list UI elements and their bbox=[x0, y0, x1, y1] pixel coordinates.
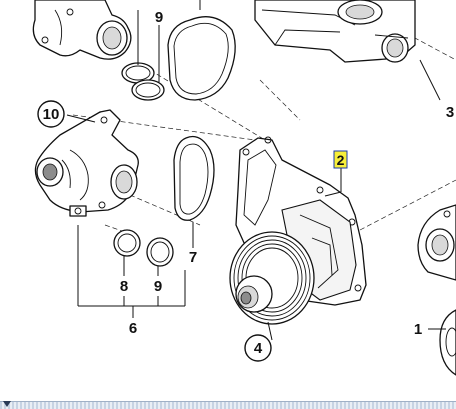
label-4: 4 bbox=[254, 340, 263, 357]
label-10: 10 bbox=[43, 106, 60, 123]
top-gasket bbox=[167, 16, 236, 101]
leader-lines bbox=[66, 59, 446, 341]
collapse-arrow-icon[interactable] bbox=[3, 401, 11, 407]
label-2: 2 bbox=[337, 152, 345, 168]
label-3: 3 bbox=[446, 104, 454, 121]
callout-10: 10 bbox=[37, 100, 65, 128]
top-housing bbox=[32, 0, 132, 60]
assembly-dash-lines bbox=[72, 29, 456, 233]
engine-block-fragment bbox=[254, 0, 416, 63]
water-pump bbox=[229, 136, 367, 325]
label-8: 8 bbox=[120, 278, 128, 295]
o-ring-9 bbox=[146, 237, 174, 267]
callout-4: 4 bbox=[244, 334, 272, 362]
callout-2-highlight: 2 bbox=[333, 150, 348, 169]
right-housing-fragment bbox=[417, 204, 456, 281]
top-o-ring-9 bbox=[131, 79, 165, 101]
label-7: 7 bbox=[189, 249, 197, 266]
label-6: 6 bbox=[129, 320, 137, 337]
thermostat-housing bbox=[34, 109, 139, 217]
o-ring-8 bbox=[113, 229, 141, 257]
pump-gasket bbox=[173, 135, 215, 221]
pipe-fragment bbox=[439, 309, 456, 376]
viewer-toolbar-strip[interactable] bbox=[0, 401, 456, 409]
label-1: 1 bbox=[414, 321, 422, 338]
label-9: 9 bbox=[154, 278, 162, 295]
label-9-top: 9 bbox=[155, 9, 163, 26]
